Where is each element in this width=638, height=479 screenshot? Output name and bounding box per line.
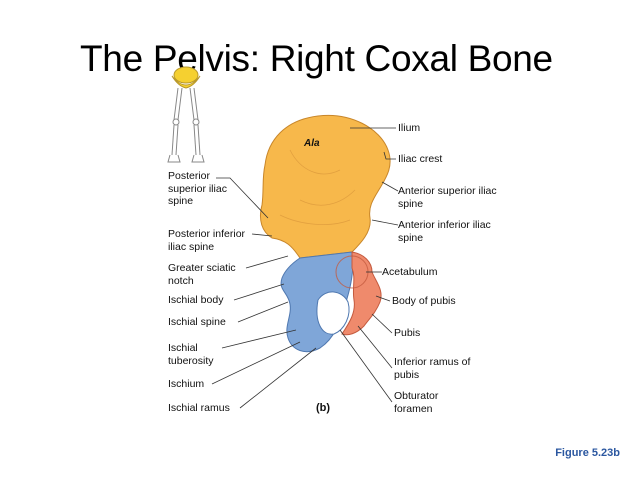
- page-title: The Pelvis: Right Coxal Bone: [80, 38, 553, 79]
- label-ischium: Ischium: [168, 378, 205, 390]
- label-posterior-inferior-iliac-spine: Posterior inferior iliac spine: [168, 228, 246, 253]
- label-ischial-tuberosity: Ischial tuberosity: [168, 342, 214, 367]
- label-obturator-foramen: Obturator foramen: [394, 390, 439, 415]
- ilium-region: [259, 114, 391, 259]
- label-ischial-body: Ischial body: [168, 294, 224, 306]
- leader-lines-right: [339, 127, 399, 403]
- label-ischial-ramus: Ischial ramus: [168, 402, 230, 414]
- label-iliac-crest: Iliac crest: [398, 153, 443, 165]
- label-ischial-spine: Ischial spine: [168, 316, 226, 328]
- label-anterior-inferior-iliac-spine: Anterior inferior iliac spine: [398, 219, 491, 244]
- label-acetabulum: Acetabulum: [382, 266, 438, 278]
- label-posterior-superior-iliac-spine: Posterior superior iliac spine: [168, 170, 227, 207]
- panel-letter: (b): [316, 402, 331, 414]
- label-anterior-superior-iliac-spine: Anterior superior iliac spine: [398, 185, 497, 210]
- label-pubis: Pubis: [394, 327, 421, 339]
- label-ilium: Ilium: [398, 122, 421, 134]
- coxal-bone: [259, 114, 391, 353]
- ala-label: Ala: [304, 138, 320, 149]
- leader-lines-left: [211, 177, 317, 409]
- figure-reference: Figure 5.23b: [555, 447, 620, 459]
- skeleton-thumbnail: [167, 66, 205, 163]
- label-inferior-ramus-of-pubis: Inferior ramus of pubis: [394, 356, 471, 381]
- label-body-of-pubis: Body of pubis: [392, 295, 456, 307]
- label-greater-sciatic-notch: Greater sciatic notch: [168, 262, 236, 287]
